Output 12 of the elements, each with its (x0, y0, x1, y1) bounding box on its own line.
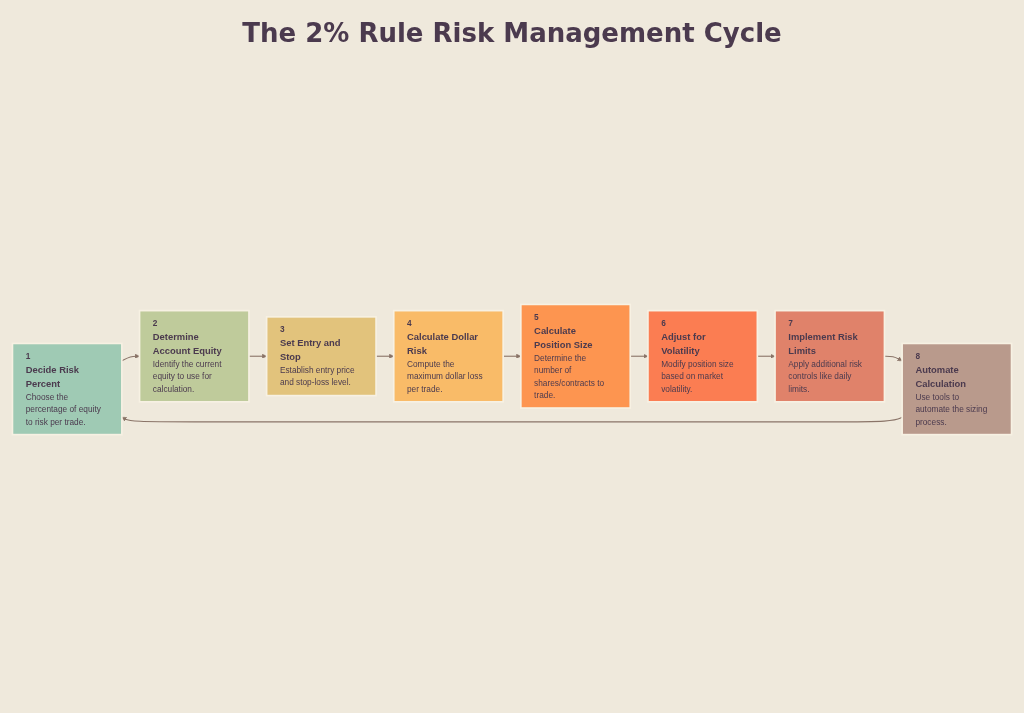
node-box: 3 Set Entry and Stop Establish entry price and stop-loss level. (265, 316, 377, 397)
node-box: 1 Decide Risk Percent Choose the percentage of equity to risk per trade. (11, 343, 123, 436)
arrow (121, 354, 140, 362)
node-box: 6 Adjust for Volatility Modify position size based on market volatility. (647, 310, 759, 404)
node-box: 4 Calculate Dollar Risk Compute the maximum dollar loss per trade. (392, 310, 504, 404)
diagram-title: The 2% Rule Risk Management Cycle (242, 18, 782, 48)
node-box: 5 Calculate Position Size Determine the number of shares/contracts to trade. (520, 304, 632, 410)
node-box: 8 Automate Calculation Use tools to automate the sizing process. (901, 343, 1013, 436)
node-box: 2 Determine Account Equity Identify the current equity to use for calculation. (138, 310, 250, 404)
arrow (121, 417, 903, 423)
node-box: 7 Implement Risk Limits Apply additional risk controls like daily limits. (774, 310, 886, 404)
arrow (248, 354, 267, 360)
